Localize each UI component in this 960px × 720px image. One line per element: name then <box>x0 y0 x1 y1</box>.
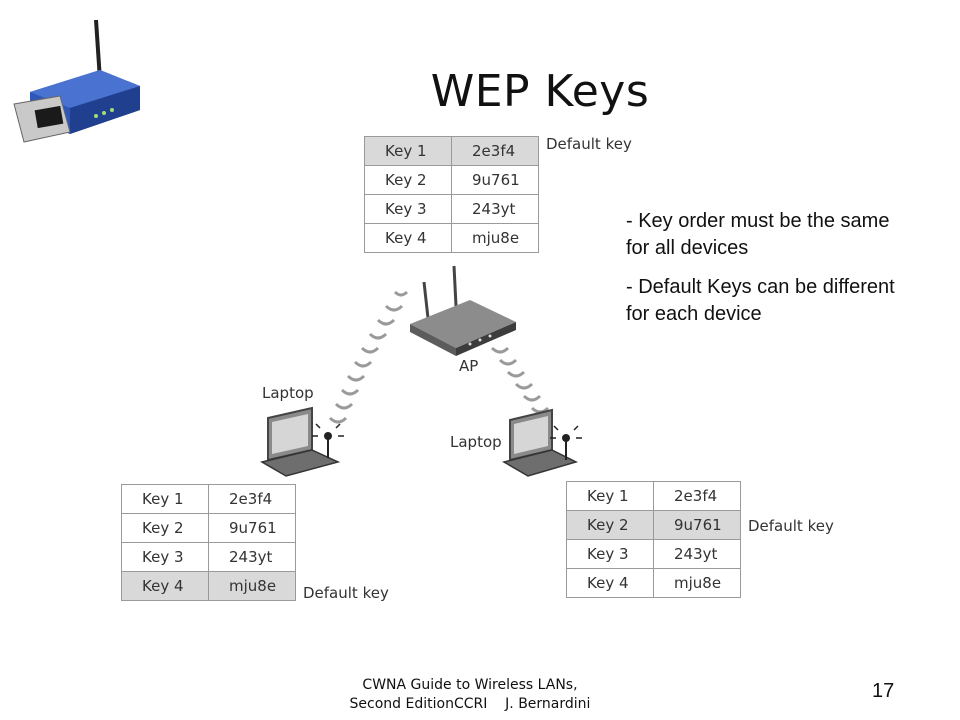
key-name-cell: Key 3 <box>364 194 452 224</box>
note-default-keys: - Default Keys can be different for each… <box>626 276 895 325</box>
notes-list: - Key order must be the same for all dev… <box>626 208 916 340</box>
radio-waves-left-icon <box>328 290 409 424</box>
key-value-cell: 2e3f4 <box>208 484 296 514</box>
key-value-cell: 9u761 <box>451 165 539 195</box>
footer-line-2: Second EditionCCRI J. Bernardini <box>349 696 591 712</box>
key-value-cell: 243yt <box>208 542 296 572</box>
key-name-cell: Key 1 <box>566 481 654 511</box>
key-value-cell: mju8e <box>208 571 296 601</box>
key-name-cell: Key 1 <box>121 484 209 514</box>
right-default-key-label: Default key <box>748 517 834 535</box>
key-name-cell: Key 2 <box>121 513 209 543</box>
laptop-right-label: Laptop <box>450 433 502 451</box>
key-name-cell: Key 2 <box>566 510 654 540</box>
access-point-icon <box>410 265 516 356</box>
key-value-cell: mju8e <box>451 223 539 253</box>
ap-label: AP <box>459 357 479 375</box>
key-value-cell: 2e3f4 <box>653 481 741 511</box>
router-logo-icon <box>13 19 140 143</box>
key-name-cell: Key 3 <box>121 542 209 572</box>
slide-title: WEP Keys <box>430 66 650 117</box>
key-name-cell: Key 4 <box>566 568 654 598</box>
key-value-cell: 2e3f4 <box>451 136 539 166</box>
key-value-cell: 9u761 <box>208 513 296 543</box>
footer-citation: CWNA Guide to Wireless LANs, Second Edit… <box>300 676 640 714</box>
key-value-cell: 243yt <box>451 194 539 224</box>
key-value-cell: 243yt <box>653 539 741 569</box>
radio-waves-right-icon <box>490 346 550 414</box>
laptop-left-label: Laptop <box>262 384 314 402</box>
footer-line-1: CWNA Guide to Wireless LANs, <box>362 677 578 693</box>
page-number: 17 <box>872 680 895 702</box>
key-name-cell: Key 3 <box>566 539 654 569</box>
note-key-order: - Key order must be the same for all dev… <box>626 210 890 259</box>
key-value-cell: mju8e <box>653 568 741 598</box>
ap-default-key-label: Default key <box>546 135 632 153</box>
left-default-key-label: Default key <box>303 584 389 602</box>
key-name-cell: Key 4 <box>364 223 452 253</box>
key-name-cell: Key 2 <box>364 165 452 195</box>
laptop-right-icon <box>502 408 582 477</box>
key-name-cell: Key 1 <box>364 136 452 166</box>
key-value-cell: 9u761 <box>653 510 741 540</box>
laptop-left-icon <box>260 406 344 477</box>
key-name-cell: Key 4 <box>121 571 209 601</box>
